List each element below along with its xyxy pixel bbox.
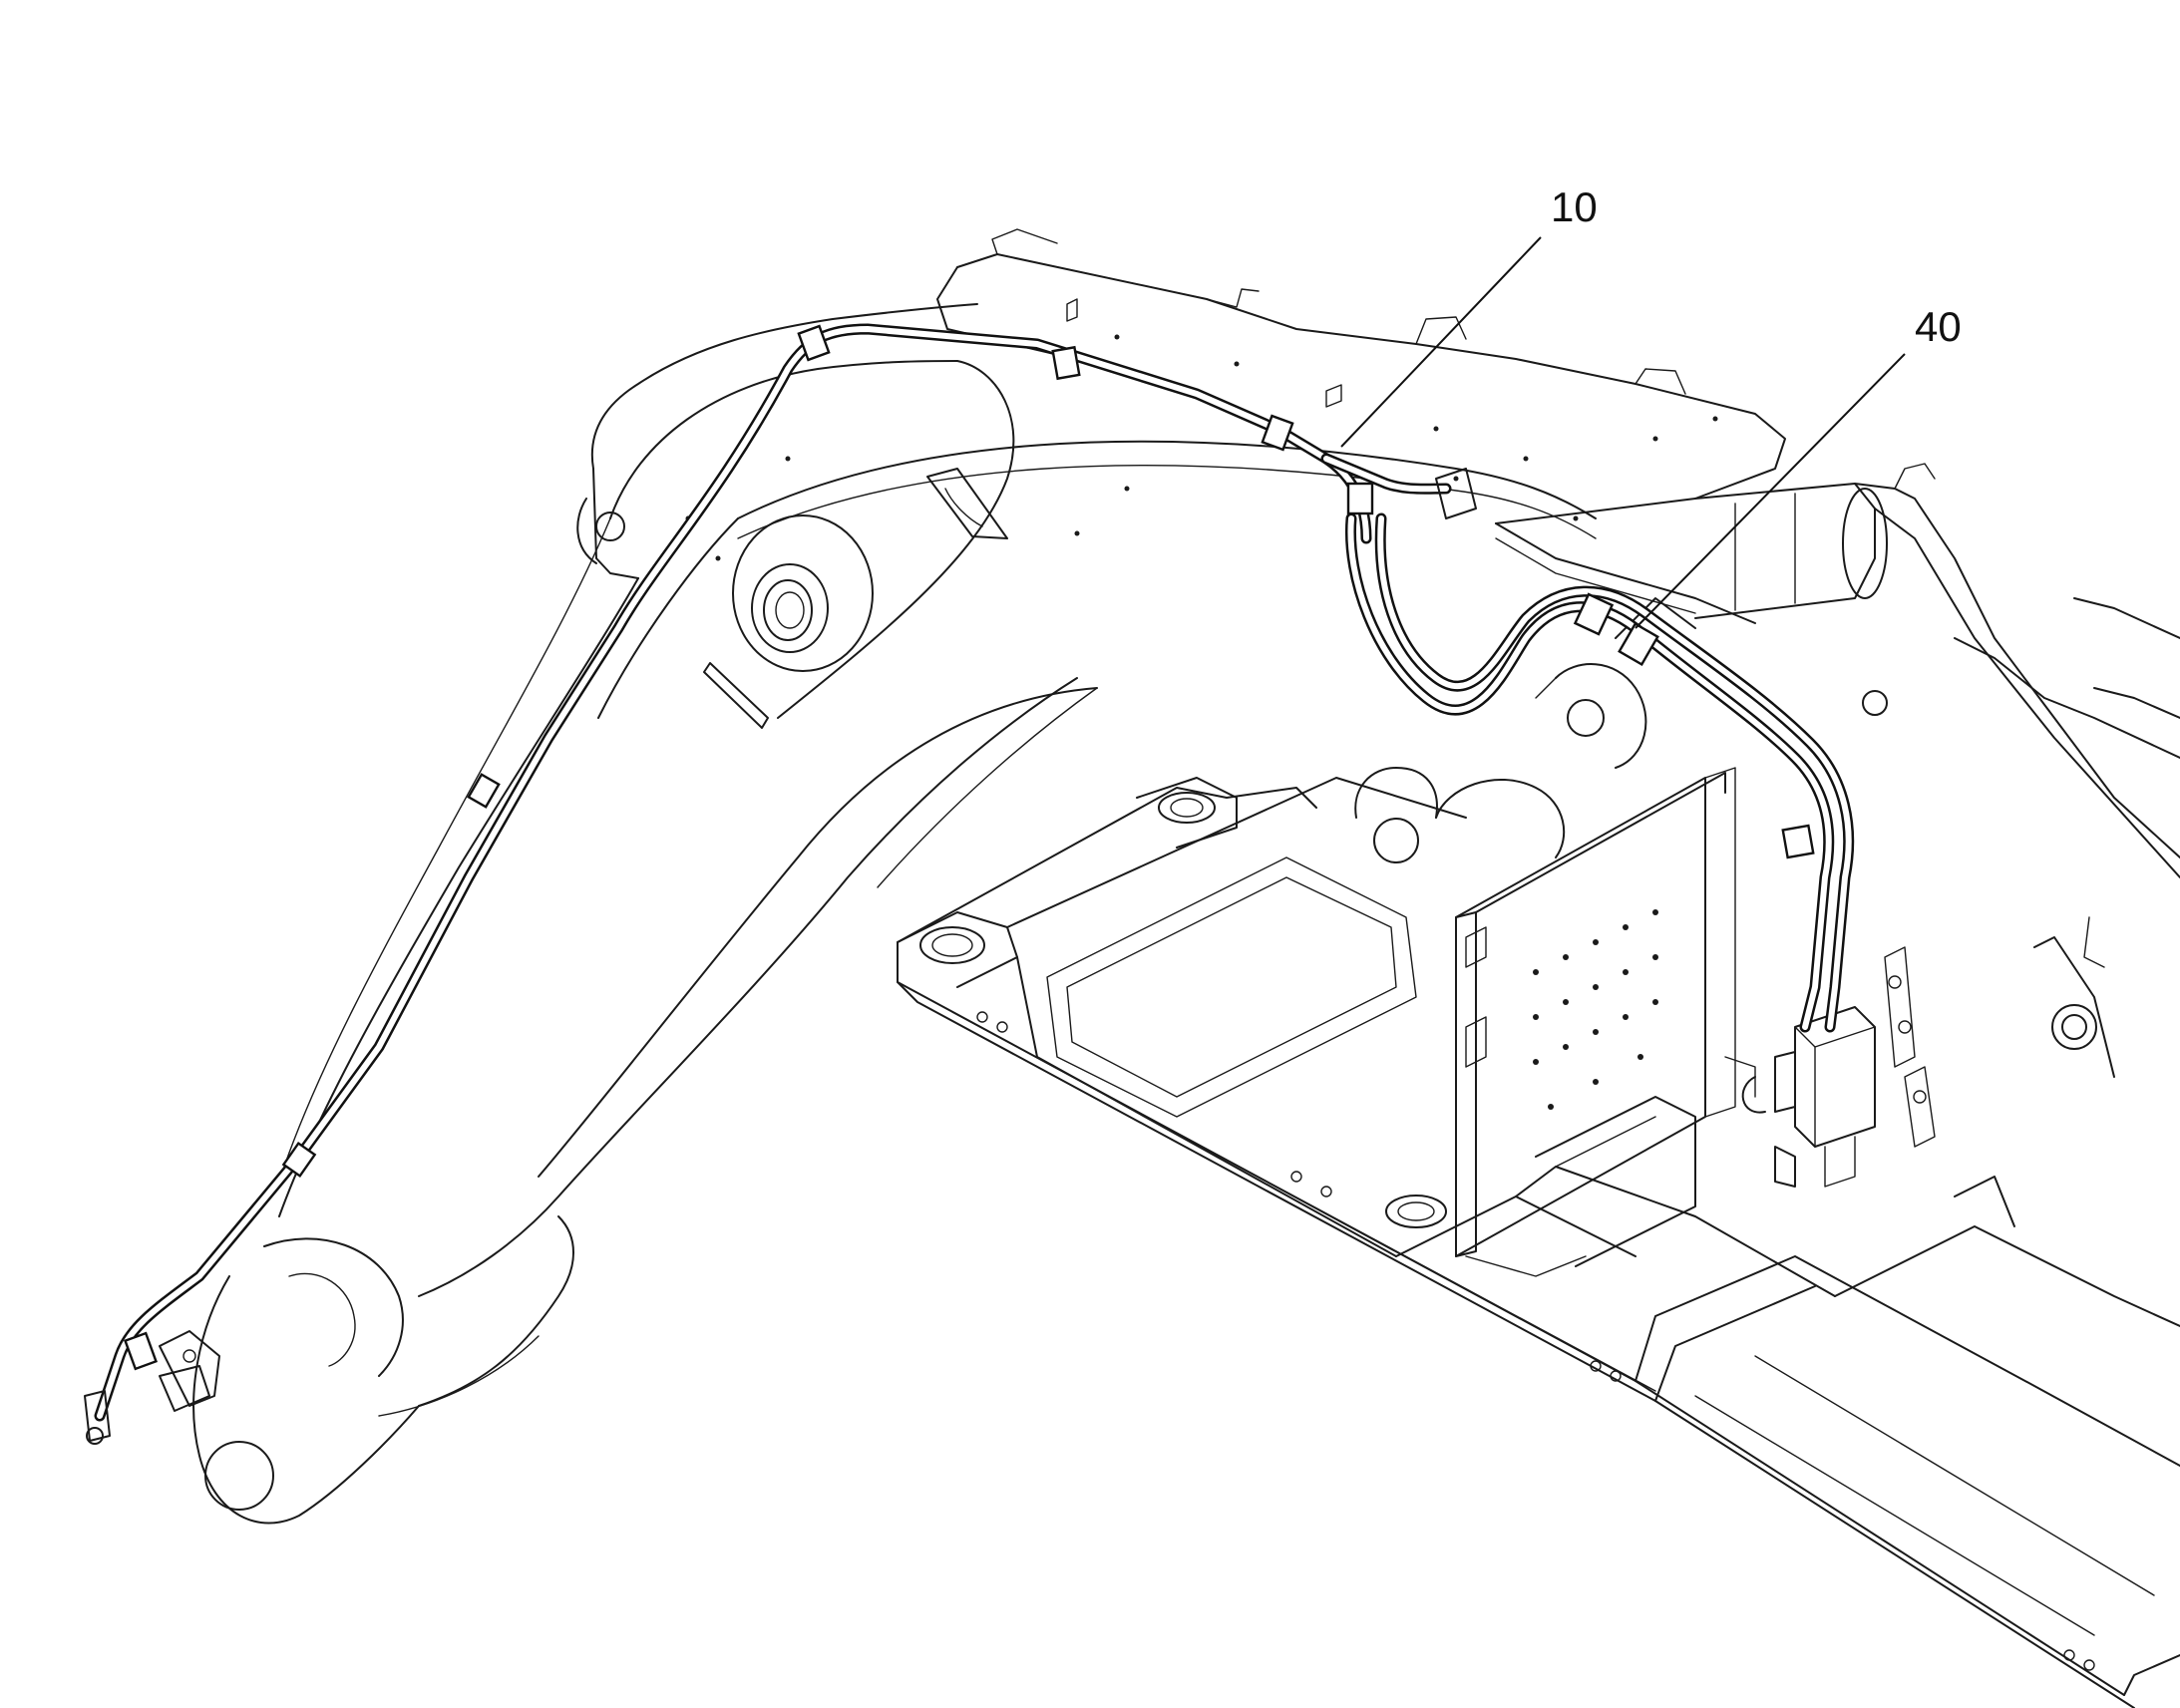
boom [159, 303, 1597, 1525]
control-valve [1724, 946, 1936, 1188]
callout-labels: 10 40 [1551, 183, 1962, 350]
bolt-holes [976, 1011, 2095, 1671]
upper-frame [936, 228, 2180, 1078]
valve-mounting-plate [1455, 767, 1736, 1277]
chassis [897, 777, 2180, 1708]
hydraulic-lines [84, 323, 1855, 1445]
hose-line-40 [1344, 512, 1855, 1033]
callout-label-40: 40 [1915, 303, 1962, 350]
hose-clamps [123, 324, 1815, 1371]
boom-studs [685, 298, 1718, 561]
plate-fasteners [1533, 909, 1658, 1110]
callout-leaders [1340, 236, 1906, 629]
hose-line-10 [94, 323, 1452, 1422]
leader-line-10 [1340, 236, 1542, 448]
hose-end-fittings [84, 468, 1477, 1445]
callout-label-10: 10 [1551, 183, 1598, 230]
leader-line-40 [1635, 353, 1906, 629]
